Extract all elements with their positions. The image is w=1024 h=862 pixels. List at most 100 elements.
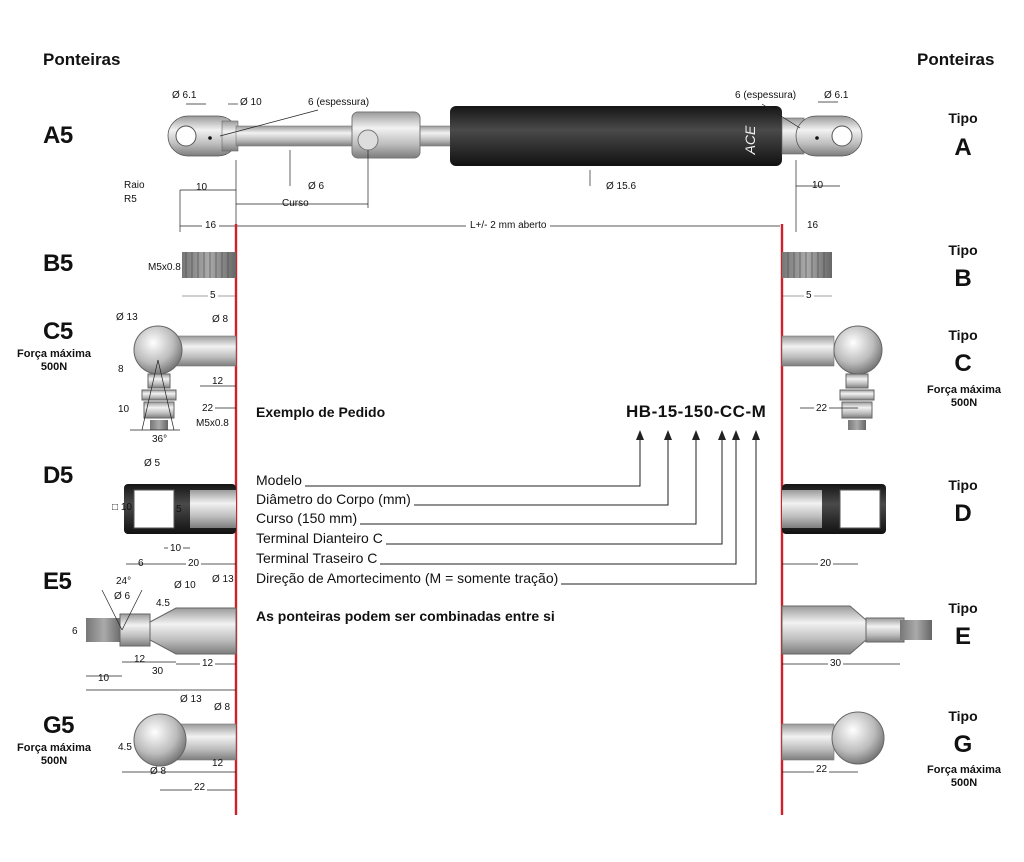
header-right: Ponteiras <box>917 50 995 69</box>
d5-left-part <box>124 484 236 534</box>
order-code-part-stroke: 150 <box>683 402 714 421</box>
c5-dim-angle: 36° <box>152 434 168 445</box>
tipo-g-label: Tipo <box>948 708 978 724</box>
d5-dim-twenty-right: 20 <box>818 558 834 569</box>
c5-dim-d8: Ø 8 <box>212 314 229 325</box>
c5-right-part <box>781 325 883 430</box>
order-item-direcao: Direção de Amortecimento (M = somente tr… <box>256 570 562 586</box>
order-code-sep: - <box>745 402 752 421</box>
order-code-part-model: HB <box>626 402 652 421</box>
g5-dim-d8: Ø 8 <box>214 702 231 713</box>
e5-right-part <box>781 605 932 655</box>
order-item-diametro: Diâmetro do Corpo (mm) <box>256 491 414 507</box>
a5-dim-d156: Ø 15.6 <box>606 181 637 192</box>
d5-dim-six: 6 <box>138 558 144 569</box>
order-item-terminal-traseiro: Terminal Traseiro C <box>256 550 381 566</box>
g5-dim-d13: Ø 13 <box>180 694 202 705</box>
d5-dim-five: 5 <box>176 504 182 515</box>
code-a5: A5 <box>43 122 73 149</box>
e5-dim-six: 6 <box>72 626 78 637</box>
tipo-c-letter: C <box>954 350 972 377</box>
c5-dim-twelve: 12 <box>212 376 224 387</box>
g5-left-part <box>133 713 237 767</box>
g5-force-right: Força máxima 500N <box>927 764 1001 789</box>
g5-dim-twelve: 12 <box>212 758 224 769</box>
order-code-part-damping: M <box>751 402 767 421</box>
order-code: HB-15-150-CC-M <box>626 402 766 422</box>
tipo-d-letter: D <box>954 500 972 527</box>
b5-dim-thread: M5x0.8 <box>148 262 181 273</box>
tipo-c-label: Tipo <box>948 327 978 343</box>
order-code-part-rear: C <box>732 402 746 421</box>
order-title: Exemplo de Pedido <box>256 404 386 420</box>
c5-dim-twentytwo: 22 <box>200 403 216 414</box>
order-code-part-diameter: 15 <box>657 402 678 421</box>
a5-dim-esp-right: 6 (espessura) <box>735 90 797 101</box>
e5-dim-thirty-right: 30 <box>828 658 844 669</box>
a5-dim-d6: Ø 6 <box>308 181 325 192</box>
a5-dim-r5: R5 <box>124 194 137 205</box>
c5-dim-twentytwo-right: 22 <box>814 403 830 414</box>
e5-left-part <box>86 607 237 655</box>
g5-force-left: Força máxima 500N <box>17 742 91 767</box>
order-code-sep: - <box>713 402 720 421</box>
e5-dim-twelve2: 12 <box>200 658 216 669</box>
order-item-curso: Curso (150 mm) <box>256 510 361 526</box>
d5-dim-ten: 10 <box>168 543 184 554</box>
code-e5: E5 <box>43 568 72 595</box>
a5-dim-raio: Raio <box>124 180 145 191</box>
tipo-a-letter: A <box>954 134 972 161</box>
header-left: Ponteiras <box>43 50 121 69</box>
tipo-a-label: Tipo <box>948 110 978 126</box>
b5-thread-left <box>182 252 236 278</box>
g5-dim-twentytwo-right: 22 <box>814 764 830 775</box>
a5-dim-length: L+/- 2 mm aberto <box>466 220 551 231</box>
e5-dim-d6: Ø 6 <box>114 591 131 602</box>
a5-dim-ten: 10 <box>196 182 208 193</box>
code-g5: G5 <box>43 712 75 739</box>
gas-spring-assembly: ACE <box>167 106 863 166</box>
brand-ace: ACE <box>742 125 758 155</box>
tipo-d-label: Tipo <box>948 477 978 493</box>
c5-dim-d13: Ø 13 <box>116 312 138 323</box>
tipo-b-letter: B <box>954 265 972 292</box>
e5-dim-thirty: 30 <box>152 666 164 677</box>
code-b5: B5 <box>43 250 73 277</box>
c5-dim-m5: M5x0.8 <box>196 418 229 429</box>
e5-dim-d13: Ø 13 <box>212 574 234 585</box>
tipo-g-letter: G <box>953 731 973 758</box>
b5-dim-five-right: 5 <box>804 290 814 301</box>
c5-force-right: Força máxima 500N <box>927 384 1001 409</box>
g5-dim-fourfive: 4.5 <box>118 742 132 753</box>
order-code-part-front: C <box>719 402 733 421</box>
e5-dim-d10: Ø 10 <box>174 580 196 591</box>
order-item-modelo: Modelo <box>256 472 305 488</box>
tipo-e-label: Tipo <box>948 600 978 616</box>
g5-dim-twentytwo: 22 <box>192 782 208 793</box>
g5-dim-d8b: Ø 8 <box>150 766 167 777</box>
e5-dim-twelve: 12 <box>134 654 146 665</box>
c5-force-left: Força máxima 500N <box>17 348 91 373</box>
a5-dim-sixteen-right: 16 <box>804 220 822 231</box>
c5-left-part <box>133 325 237 430</box>
d5-right-part <box>782 484 886 534</box>
a5-dim-sixteen: 16 <box>202 220 220 231</box>
d5-dim-sq10: □ 10 <box>112 502 132 513</box>
b5-dim-five: 5 <box>208 290 218 301</box>
c5-dim-ten: 10 <box>118 404 130 415</box>
a5-dim-d61: Ø 6.1 <box>172 90 197 101</box>
d5-dim-twenty: 20 <box>186 558 202 569</box>
g5-right-part <box>781 711 885 765</box>
order-code-sep: - <box>677 402 684 421</box>
tipo-b-label: Tipo <box>948 242 978 258</box>
tipo-e-letter: E <box>954 623 971 650</box>
a5-dim-esp-left: 6 (espessura) <box>308 97 370 108</box>
a5-dim-d10: Ø 10 <box>240 97 262 108</box>
e5-dim-fourfive: 4.5 <box>156 598 170 609</box>
code-d5: D5 <box>43 462 73 489</box>
order-item-terminal-dianteiro: Terminal Dianteiro C <box>256 530 386 546</box>
e5-dim-angle: 24° <box>116 576 132 587</box>
d5-dim-d5: Ø 5 <box>144 458 161 469</box>
a5-dim-d61-right: Ø 6.1 <box>824 90 849 101</box>
